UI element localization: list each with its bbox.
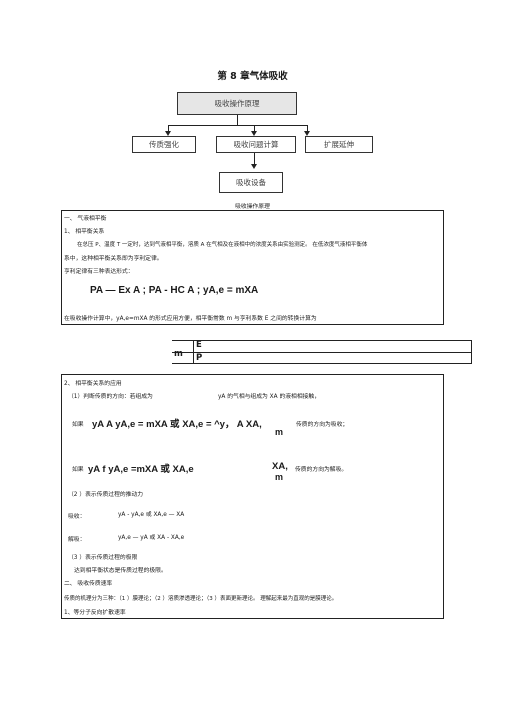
text-line: （2 ）表示传质过程的推动力 (68, 492, 144, 498)
desorption-driving-force: yA,e — yA 或 XA - XA,e (118, 535, 185, 541)
flow-connector (168, 125, 169, 132)
section-frame (61, 374, 444, 619)
text-line: 1、等分子反向扩散速率 (64, 610, 126, 616)
subheading-equilibrium-relation: 1、 相平衡关系 (64, 229, 105, 235)
flow-connector (254, 153, 255, 165)
flow-connector (168, 125, 308, 126)
arrow-icon (304, 131, 310, 136)
arrow-icon (251, 131, 257, 136)
flow-box-extension: 扩展延伸 (305, 136, 373, 153)
section-frame (61, 210, 444, 325)
flow-connector (254, 125, 255, 132)
absorption-condition-formula: yA A yA,e = mXA 或 XA,e = ^y， A XA, (92, 419, 262, 430)
heading-phase-equilibrium: 一、 气液相平衡 (64, 216, 107, 222)
text-line: 传质的方向为解吸。 (295, 467, 348, 473)
text-line: 传质的机理分为三种：（1 ）膜理论；（2 ）溶质渗透理论；（3 ）表面更新理论。… (64, 596, 338, 602)
heading-application: 2、 相平衡关系的应用 (64, 381, 122, 387)
paragraph-line: 亨利定律有三种表达形式： (64, 269, 134, 275)
absorption-driving-force: yA - yA,e 或 XA,e — XA (118, 512, 185, 518)
flow-box-enhancement: 传质强化 (132, 136, 196, 153)
flow-connector (237, 115, 238, 125)
label-desorption: 解吸： (68, 537, 86, 543)
text-line: （1）判断传质的方向：若组成为 (68, 394, 153, 400)
flow-connector (307, 125, 308, 132)
equation-lhs: m (174, 349, 183, 359)
arrow-icon (251, 164, 257, 169)
flow-box-equipment: 吸收设备 (219, 172, 283, 193)
paragraph-line: 在吸收操作计算中，yA,e=mXA 的形式应用方便，相平衡常数 m 与亨利系数 … (64, 316, 317, 322)
text-line: 达到相平衡状态是传质过程的极限。 (74, 568, 167, 574)
henry-law-formulas: PA — Ex A ; PA - HC A ; yA,e = mXA (90, 285, 259, 296)
equation-denominator: P (196, 353, 203, 363)
heading-mass-transfer-rate: 二、 吸收传质速率 (64, 581, 113, 587)
arrow-icon (165, 131, 171, 136)
label-absorption: 吸收： (68, 514, 86, 520)
flow-box-calculation: 吸收问题计算 (216, 136, 296, 153)
flow-box-principle: 吸收操作原理 (177, 92, 297, 115)
desorption-condition-formula: yA f yA,e =mXA 或 XA,e (88, 464, 194, 475)
fraction-denominator: m (275, 427, 284, 437)
paragraph-line: 在总压 P、温度 T 一定时，达到气液相平衡，溶质 A 在气相及在液相中的浓度关… (77, 242, 368, 248)
fraction-denominator: m (275, 472, 284, 482)
desorption-xa: XA, (272, 461, 288, 472)
fraction-bar (172, 352, 472, 353)
chapter-title: 第 8 章气体吸收 (217, 71, 288, 82)
table-divider (193, 340, 194, 364)
paragraph-line: 系中，这种相平衡关系即为亨利定律。 (64, 256, 163, 262)
text-line: yA 的气相与组成为 XA 的液相相接触， (218, 394, 321, 400)
text-line: 如果 (72, 467, 84, 473)
equation-numerator: E (196, 340, 202, 350)
text-line: （3 ）表示传质过程的极限 (68, 555, 138, 561)
section-caption: 吸收操作原理 (235, 204, 270, 210)
text-line: 如果 (72, 422, 84, 428)
text-line: 传质的方向为吸收； (296, 422, 349, 428)
